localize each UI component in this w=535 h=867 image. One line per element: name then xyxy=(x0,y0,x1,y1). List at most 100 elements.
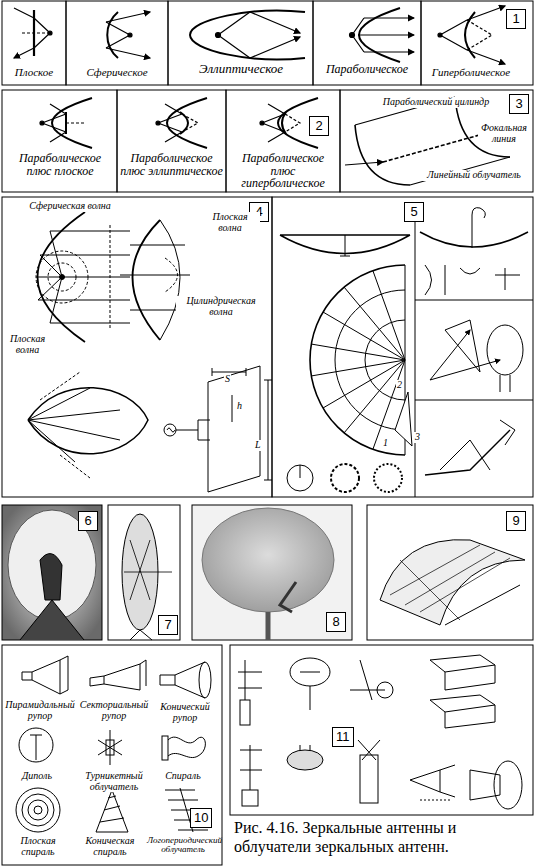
parabolic-cylinder xyxy=(383,134,483,162)
mirror-types xyxy=(128,33,132,37)
reflector-designs xyxy=(331,464,359,492)
feed-designs xyxy=(242,790,258,806)
panel-frame xyxy=(2,197,272,497)
figure-label: Фокальная линия xyxy=(478,123,530,144)
mirror-types xyxy=(358,34,414,35)
combined-mirrors xyxy=(285,114,300,132)
feed-types xyxy=(96,790,128,832)
wave-figures xyxy=(36,231,130,323)
reflector-designs xyxy=(430,330,470,380)
feed-designs xyxy=(300,745,310,750)
panel-frame xyxy=(313,1,421,85)
panel-frame xyxy=(421,1,533,85)
reflector-designs xyxy=(415,300,533,301)
wave-figures xyxy=(28,212,272,492)
callout-number: 11 xyxy=(332,727,354,747)
combined-mirrors xyxy=(167,98,207,148)
reflector-designs xyxy=(487,325,523,375)
reflector-designs xyxy=(310,265,405,455)
figure-label: 1 xyxy=(382,438,389,449)
photo xyxy=(380,540,525,625)
figure-label: Параболический цилиндр xyxy=(380,97,492,108)
photo xyxy=(124,540,172,600)
callout-number: 7 xyxy=(158,615,178,635)
mirror-types xyxy=(106,22,130,48)
figure-label: Логопериодический облучатель xyxy=(146,836,220,855)
figure-label: Сферическая волна xyxy=(20,201,120,212)
figure-label: Спираль xyxy=(158,771,208,782)
photo xyxy=(192,505,352,640)
wave-figures xyxy=(160,220,180,340)
feed-designs xyxy=(350,660,385,700)
wave-figures xyxy=(110,225,111,330)
mirror-types xyxy=(364,17,414,18)
panel-frame xyxy=(2,645,222,865)
feed-designs xyxy=(240,700,250,725)
feed-types xyxy=(16,788,60,832)
reflector-designs xyxy=(335,290,405,430)
wave-figures xyxy=(167,428,175,432)
figure-label: L xyxy=(254,440,262,451)
mirror-types xyxy=(440,20,467,50)
figure-label: Плоское xyxy=(3,67,65,79)
photo xyxy=(108,505,180,640)
callout-number: 8 xyxy=(326,612,346,632)
wave-figures xyxy=(176,420,210,440)
parabolic-cylinder xyxy=(355,125,410,185)
wave-figures xyxy=(28,388,148,454)
wave-figures xyxy=(40,372,90,478)
mirror-types xyxy=(48,31,52,35)
mirror-types xyxy=(467,20,492,50)
feed-types xyxy=(60,656,68,694)
feed-types xyxy=(199,662,211,698)
reflector-designs xyxy=(300,465,301,478)
feed-designs xyxy=(420,800,450,801)
reflector-designs xyxy=(311,265,405,455)
mirror-types xyxy=(218,12,250,58)
wave-figures xyxy=(264,380,272,480)
mirror-types xyxy=(467,50,505,64)
reflector-designs xyxy=(280,205,533,497)
feed-types xyxy=(100,796,124,822)
feed-types xyxy=(90,664,140,690)
callout-number: 9 xyxy=(506,511,526,531)
mirror-types xyxy=(107,12,118,58)
reflector-designs xyxy=(425,265,520,295)
figure-label: Параболическое плюс эллиптическое xyxy=(119,152,224,177)
reflector-designs xyxy=(445,320,480,372)
combined-mirrors xyxy=(182,114,198,132)
wave-figures xyxy=(164,424,176,436)
feed-designs xyxy=(240,745,262,790)
photo xyxy=(20,600,84,640)
figure-label: Диполь xyxy=(12,771,62,782)
mirror-types xyxy=(250,12,300,33)
mirror-types xyxy=(20,32,50,33)
reflector-designs xyxy=(440,440,490,470)
figure-label: h xyxy=(236,401,243,412)
figure-label: Плоская волна xyxy=(200,212,260,233)
figure-label: Параболическое плюс гиперболическое xyxy=(228,152,338,190)
feed-types xyxy=(106,740,114,755)
photo xyxy=(367,505,533,640)
combined-mirrors xyxy=(52,98,92,148)
feed-types xyxy=(30,735,42,760)
figure-label: Гиперболическое xyxy=(423,67,519,79)
combined-mirrors xyxy=(158,104,182,142)
wave-figures xyxy=(208,366,260,492)
figure-label: S xyxy=(224,374,231,385)
callout-number: 1 xyxy=(506,9,526,29)
photo xyxy=(130,630,152,640)
combined-mirrors xyxy=(42,104,66,142)
reflector-designs xyxy=(287,465,313,491)
combined-mirrors xyxy=(40,98,318,148)
callout-number: 5 xyxy=(404,202,424,222)
mirror-types xyxy=(106,12,150,22)
mirror-types xyxy=(364,51,414,52)
photo xyxy=(266,612,271,640)
feed-designs xyxy=(300,672,320,710)
feed-types xyxy=(98,730,122,765)
feed-types xyxy=(168,737,205,757)
figure-label: Эллиптическое xyxy=(172,62,310,76)
